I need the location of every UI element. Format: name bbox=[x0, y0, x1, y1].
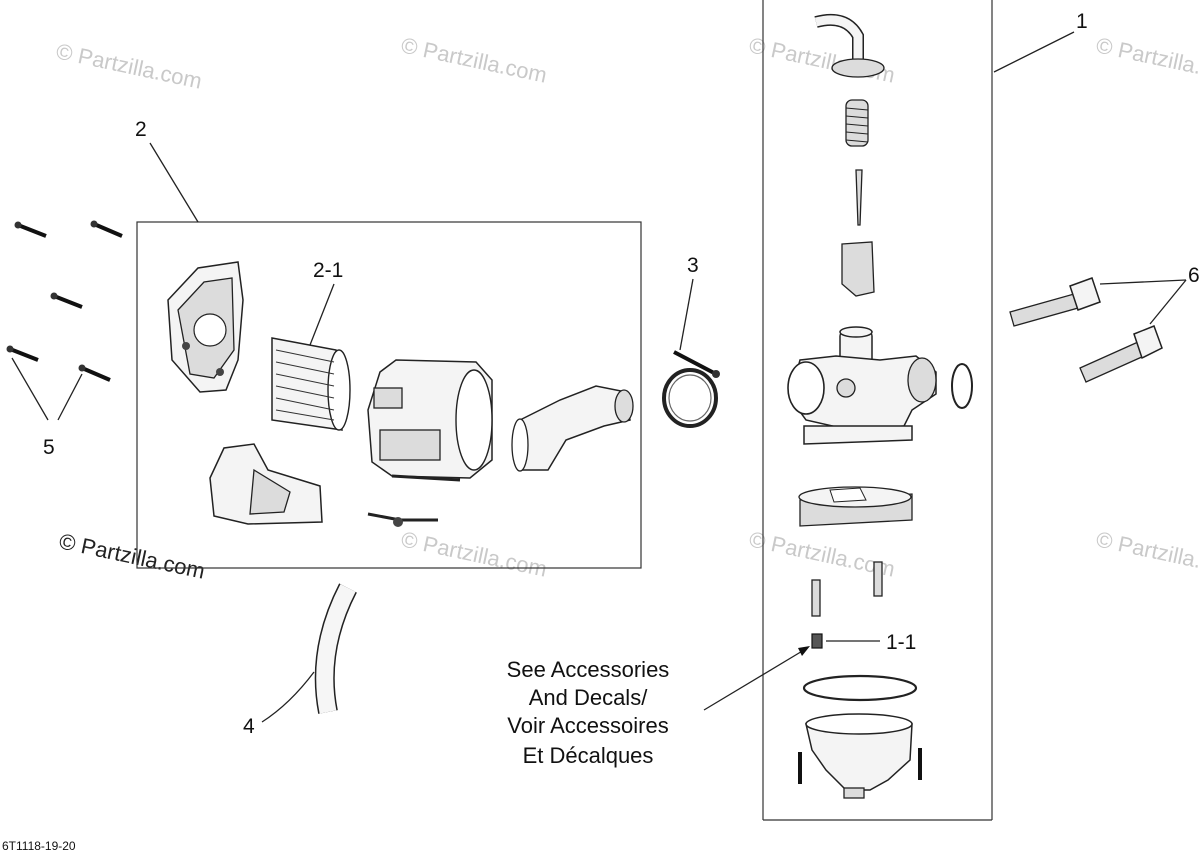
leader-line bbox=[309, 283, 335, 346]
airbox-cover bbox=[167, 261, 244, 393]
watermark-prominent: © Partzilla.com bbox=[57, 528, 207, 583]
float-bowl bbox=[805, 713, 913, 799]
breather-cap bbox=[209, 443, 323, 525]
callout-1-1: 1-1 bbox=[886, 631, 916, 654]
watermark: © Partzilla.com bbox=[54, 38, 204, 93]
leader-line bbox=[1099, 279, 1187, 285]
watermark: © Partzilla.com bbox=[747, 32, 897, 87]
bowl-screws bbox=[798, 748, 922, 784]
screw bbox=[78, 364, 111, 382]
flange-bolt bbox=[1009, 277, 1101, 327]
small-clip bbox=[367, 512, 438, 527]
note-line-3: Voir Accessoires bbox=[507, 713, 668, 738]
screw bbox=[14, 221, 47, 238]
callout-1: 1 bbox=[1076, 10, 1088, 33]
note-line-2: And Decals/ bbox=[529, 685, 649, 710]
leader-line bbox=[57, 373, 83, 421]
callout-2: 2 bbox=[135, 118, 147, 141]
watermark: © Partzilla.com bbox=[399, 32, 549, 87]
carburetor-kit-frame bbox=[762, 0, 993, 821]
callout-2-1: 2-1 bbox=[313, 259, 343, 282]
leader-line bbox=[679, 278, 694, 351]
leader-line bbox=[261, 671, 315, 723]
leader-line bbox=[993, 31, 1075, 73]
callout-6: 6 bbox=[1188, 264, 1200, 287]
float-bowl-gasket bbox=[802, 674, 918, 702]
carburetor-body bbox=[787, 326, 937, 445]
watermark: © Partzilla.com bbox=[1094, 32, 1200, 87]
jet-needle bbox=[855, 169, 863, 226]
hose-clamp bbox=[662, 350, 720, 428]
throttle-spring bbox=[845, 99, 869, 147]
o-ring bbox=[951, 363, 973, 409]
callout-3: 3 bbox=[687, 254, 699, 277]
airbox-kit-frame bbox=[136, 221, 642, 569]
leader-line bbox=[149, 142, 199, 223]
airbox-housing bbox=[367, 359, 493, 482]
watermark: © Partzilla.com bbox=[1094, 526, 1200, 581]
accessories-note: See Accessories And Decals/ Voir Accesso… bbox=[507, 657, 670, 768]
throttle-slide bbox=[841, 241, 875, 297]
main-jet bbox=[811, 561, 883, 649]
callout-4: 4 bbox=[243, 715, 255, 738]
diagram-code: 6T1118-19-20 bbox=[2, 839, 76, 852]
hose bbox=[314, 583, 357, 714]
note-line-1: See Accessories bbox=[507, 657, 670, 682]
leader-line bbox=[1149, 279, 1187, 325]
callout-5: 5 bbox=[43, 436, 55, 459]
screw bbox=[50, 292, 83, 309]
note-line-4: Et Décalques bbox=[523, 743, 654, 768]
note-arrow-line bbox=[703, 649, 805, 711]
intake-elbow bbox=[511, 385, 634, 472]
screw-set-part-5 bbox=[6, 220, 123, 382]
flange-bolt bbox=[1079, 325, 1163, 383]
air-filter-element bbox=[271, 337, 351, 431]
leader-line bbox=[11, 357, 49, 421]
screw bbox=[6, 345, 39, 362]
watermark: © Partzilla.com bbox=[399, 526, 549, 581]
note-arrowhead bbox=[798, 646, 810, 656]
float bbox=[798, 486, 913, 527]
choke-cap-and-fitting bbox=[814, 13, 885, 78]
screw bbox=[90, 220, 123, 238]
